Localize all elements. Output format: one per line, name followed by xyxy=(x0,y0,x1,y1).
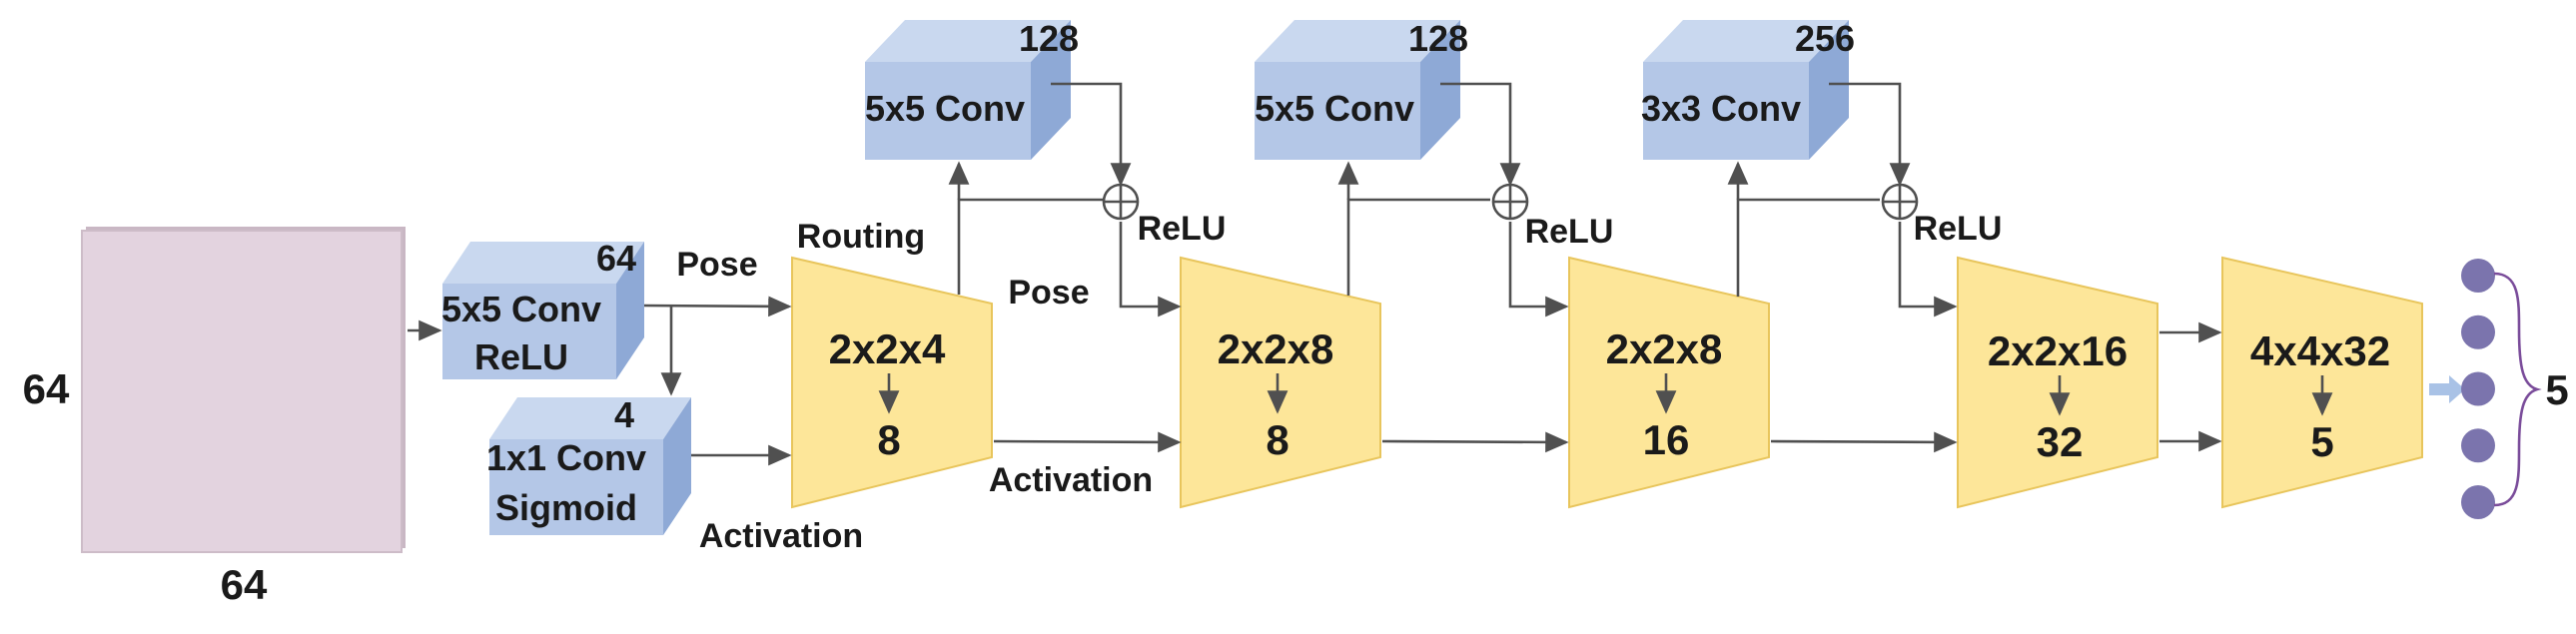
cube-front-face xyxy=(1255,62,1420,160)
output-count-label: 5 xyxy=(2545,366,2568,413)
capsule-5-dim: 5 xyxy=(2310,418,2333,465)
wire-routing-2-to-sum xyxy=(1440,82,1521,187)
wire-routing-3-to-sum xyxy=(1829,82,1911,187)
cube-top-face xyxy=(489,397,691,439)
capsule-layer-3: 2x2x8 16 xyxy=(1568,256,1770,509)
cube-top-face xyxy=(1643,20,1849,62)
capsule-layer-2: 2x2x8 8 xyxy=(1180,256,1381,509)
capsule-5-shape: 4x4x32 xyxy=(2250,327,2390,374)
capsule-trapezoid xyxy=(791,256,993,509)
cube-front-face xyxy=(865,62,1031,160)
cube-side-face xyxy=(663,397,691,535)
capsule-layer-5: 4x4x32 5 xyxy=(2221,256,2423,509)
cube-primary-activation xyxy=(489,397,691,535)
cube-front-face xyxy=(1643,62,1809,160)
capsule-4-dim: 32 xyxy=(2037,418,2084,465)
wire-capsule-2-to-capsule-3 xyxy=(1381,431,1569,453)
capsule-2-shape: 2x2x8 xyxy=(1218,325,1334,372)
routing-1-channels: 128 xyxy=(1019,18,1079,59)
label-relu-2: ReLU xyxy=(1525,213,1614,251)
sum-node-1 xyxy=(1102,183,1140,221)
primary-pose-conv-label: 5x5 Conv xyxy=(441,289,601,329)
output-arrow-shape xyxy=(2429,375,2465,403)
wire-capsule-3-routing-feed xyxy=(1736,198,1880,297)
capsule-trapezoid xyxy=(1568,256,1770,509)
capsule-1-shape: 2x2x4 xyxy=(829,325,946,372)
wire-pose-to-capsule-1 xyxy=(643,296,792,317)
label-pose-2: Pose xyxy=(1008,274,1089,312)
wire-sum-2-to-capsule-3 xyxy=(1508,222,1569,317)
cube-primary-pose xyxy=(442,242,644,379)
cube-front-face xyxy=(442,284,616,379)
primary-pose-activation-fn: ReLU xyxy=(474,336,568,377)
input-image xyxy=(81,227,406,553)
capsule-3-shape: 2x2x8 xyxy=(1606,325,1723,372)
capsule-1-dim: 8 xyxy=(877,416,900,463)
label-relu-3: ReLU xyxy=(1914,210,2003,248)
routing-1-conv-label: 5x5 Conv xyxy=(865,88,1025,129)
input-height-label: 64 xyxy=(23,365,70,412)
capsule-2-dim: 8 xyxy=(1266,416,1288,463)
primary-activation-conv-label: 1x1 Conv xyxy=(486,437,646,478)
cube-front-face xyxy=(489,439,663,535)
output-node xyxy=(2461,485,2495,519)
cube-routing-2 xyxy=(1255,20,1460,160)
capsule-layer-4: 2x2x16 32 xyxy=(1957,256,2158,509)
cube-top-face xyxy=(865,20,1071,62)
capsule-trapezoid xyxy=(1957,256,2158,509)
cube-side-face xyxy=(1031,20,1071,160)
output-node xyxy=(2461,259,2495,293)
output-nodes xyxy=(2461,259,2495,519)
cube-side-face xyxy=(1809,20,1849,160)
wire-routing-1-to-sum xyxy=(1051,82,1132,187)
wire-sum-3-to-capsule-4 xyxy=(1898,222,1958,317)
routing-3-channels: 256 xyxy=(1795,18,1855,59)
sum-node-2 xyxy=(1491,183,1529,221)
label-activation-2: Activation xyxy=(989,461,1153,499)
primary-activation-fn: Sigmoid xyxy=(495,487,637,528)
cube-routing-1 xyxy=(865,20,1071,160)
routing-2-channels: 128 xyxy=(1408,18,1468,59)
cube-top-face xyxy=(1255,20,1460,62)
label-routing: Routing xyxy=(797,218,925,256)
label-relu-1: ReLU xyxy=(1138,210,1227,248)
sum-node-3 xyxy=(1881,183,1919,221)
primary-pose-channels: 64 xyxy=(596,238,636,279)
cube-side-face xyxy=(1420,20,1460,160)
capsule-layer-1: 2x2x4 8 xyxy=(791,256,993,509)
capsule-trapezoid xyxy=(1180,256,1381,509)
label-pose-1: Pose xyxy=(676,246,757,284)
cube-side-face xyxy=(616,242,644,379)
output-node xyxy=(2461,371,2495,406)
routing-3-conv-label: 3x3 Conv xyxy=(1641,88,1801,129)
capsule-4-shape: 2x2x16 xyxy=(1988,327,2128,374)
output-brace xyxy=(2493,272,2542,507)
cube-top-face xyxy=(442,242,644,284)
cube-routing-3 xyxy=(1643,20,1849,160)
capsule-3-dim: 16 xyxy=(1643,416,1690,463)
input-front xyxy=(81,230,403,553)
label-activation-1: Activation xyxy=(699,517,863,555)
output-arrow xyxy=(2429,375,2465,403)
wire-capsule-3-to-capsule-4 xyxy=(1770,431,1958,453)
wire-capsule-1-to-capsule-2 xyxy=(993,431,1182,453)
output-node xyxy=(2461,428,2495,463)
wire-sum-1-to-capsule-2 xyxy=(1119,222,1182,317)
wire-capsule-2-routing-feed xyxy=(1346,198,1490,296)
input-width-label: 64 xyxy=(221,561,268,608)
routing-2-conv-label: 5x5 Conv xyxy=(1255,88,1414,129)
primary-activation-channels: 4 xyxy=(614,394,634,435)
connections xyxy=(408,82,2222,466)
output-node xyxy=(2461,315,2495,349)
